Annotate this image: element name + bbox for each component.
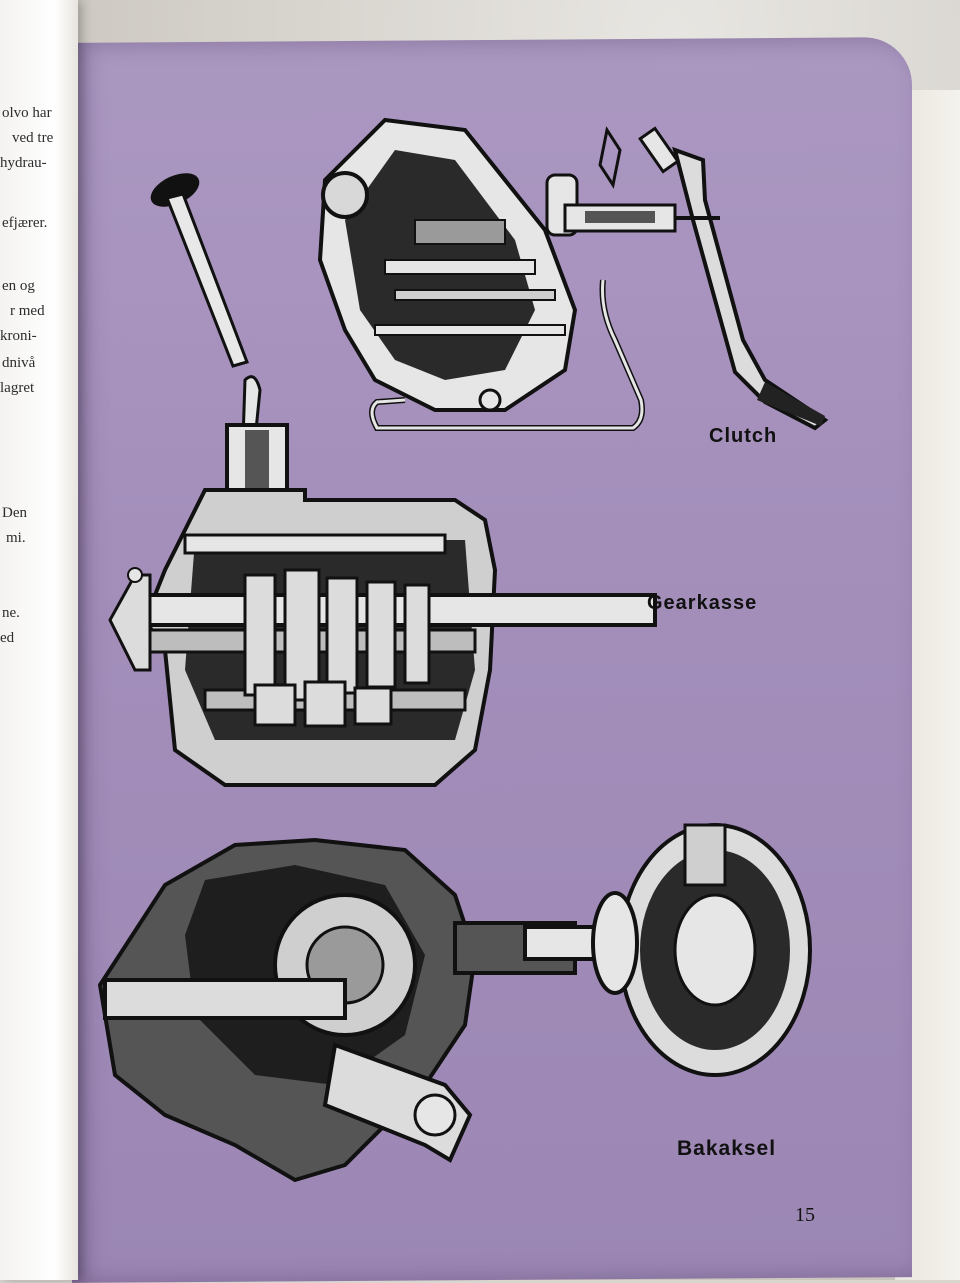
page-number: 15: [795, 1204, 815, 1226]
left-text-line: r med: [10, 303, 45, 319]
left-text-line: ed: [0, 630, 15, 646]
clutch-caption: Clutch: [709, 425, 778, 447]
rear-axle-illustration: [97, 823, 812, 1183]
left-text-line: kroni-: [0, 328, 37, 344]
clutch-pedal: [638, 126, 829, 431]
clutch-housing: [317, 117, 578, 412]
rear-axle-caption: Bakaksel: [677, 1137, 777, 1160]
axle-shaft-left: [103, 978, 347, 1020]
left-text-line: ne.: [2, 605, 20, 621]
left-text-line: efjærer.: [2, 215, 48, 231]
clutch-illustration: [150, 117, 829, 431]
gear-set: [243, 568, 431, 728]
brake-drum: [618, 823, 812, 1077]
input-flange: [108, 573, 152, 672]
left-text-line: mi.: [6, 530, 26, 546]
left-text-line: en og: [2, 278, 35, 294]
shift-knob-rod: [150, 173, 249, 368]
left-text-line: hydrau-: [0, 155, 47, 171]
gearbox-caption: Gearkasse: [647, 592, 758, 614]
gear-lever: [225, 375, 289, 497]
hub-flange: [591, 891, 639, 995]
left-text-line: olvo har: [2, 105, 52, 121]
left-book-page: [0, 0, 78, 1280]
left-text-line: Den: [2, 505, 27, 521]
selector-rod: [183, 533, 447, 555]
left-text-line: lagret: [0, 380, 35, 396]
left-text-line: ved tre: [12, 130, 54, 146]
gearbox-illustration: [108, 375, 657, 787]
left-page-text: olvo har ved tre hydrau- efjærer. en og …: [0, 0, 78, 1280]
left-text-line: dnivå: [2, 355, 36, 371]
master-cylinder: [545, 126, 705, 237]
